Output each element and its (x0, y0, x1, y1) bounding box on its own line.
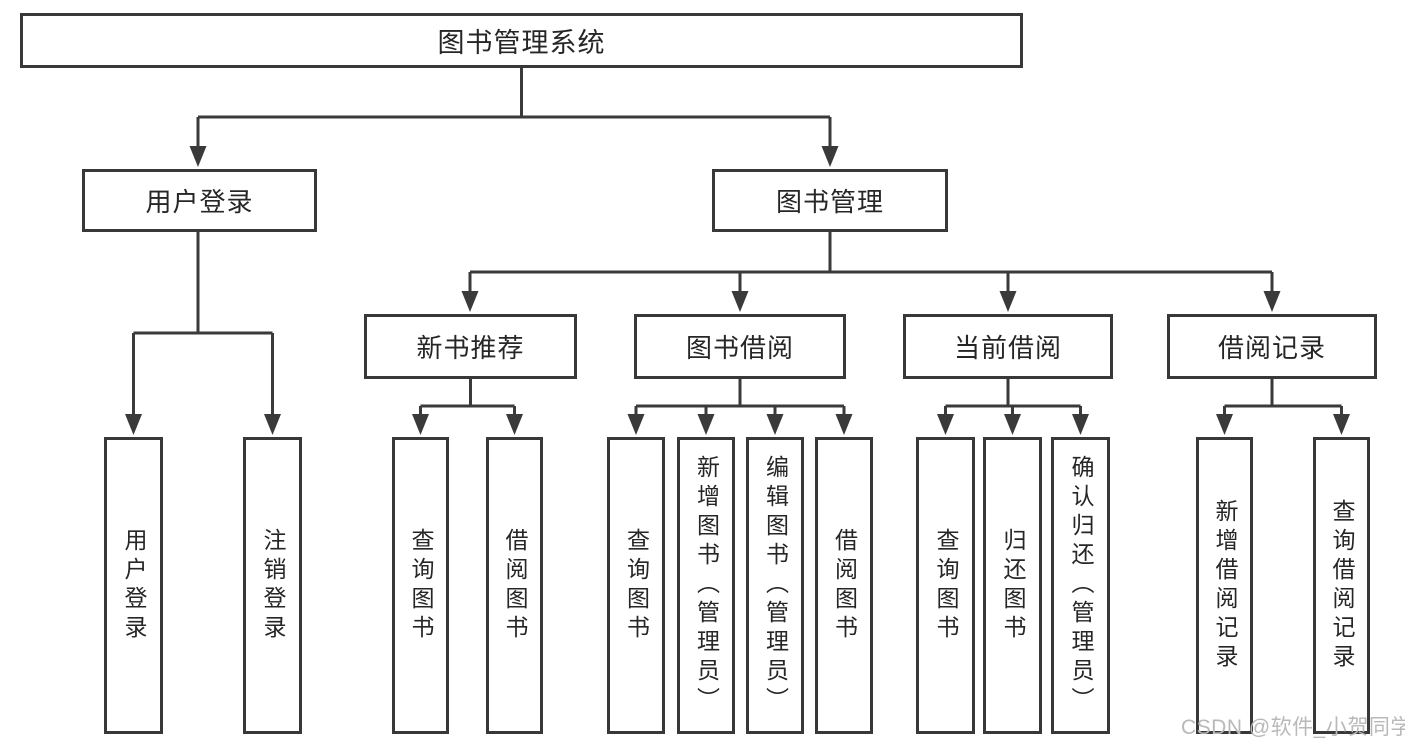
arrowhead (506, 414, 523, 435)
node-book-management: 图书管理 (712, 169, 948, 232)
connector-user-login (132, 232, 274, 418)
node-root-label: 图书管理系统 (437, 28, 606, 58)
leaf-br-add-record: 新增借阅记录 (1196, 437, 1253, 734)
node-current-borrow: 当前借阅 (903, 314, 1113, 379)
leaf-nb-query-books: 查询图书 (392, 437, 449, 734)
node-current-borrow-label: 当前借阅 (953, 333, 1062, 363)
arrowhead (189, 146, 207, 167)
leaf-bb-borrow-books-label: 借阅图书 (831, 527, 858, 644)
csdn-watermark-text: CSDN @软件_小贺同学 (1181, 716, 1405, 739)
arrowhead (821, 146, 839, 167)
leaf-bb-add-books-admin-label: 新增图书（管理员） (693, 455, 720, 716)
arrowhead (1263, 291, 1281, 312)
arrowhead (835, 414, 853, 435)
node-user-login-label: 用户登录 (145, 187, 254, 217)
leaf-bb-query-books: 查询图书 (607, 437, 665, 734)
leaf-user-login: 用户登录 (104, 437, 163, 734)
leaf-cb-return-books-label: 归还图书 (1000, 527, 1026, 644)
leaf-nb-borrow-books-label: 借阅图书 (502, 527, 528, 644)
connector-current-borrow (944, 379, 1082, 418)
leaf-logout-label: 注销登录 (260, 527, 286, 644)
node-book-management-label: 图书管理 (775, 187, 884, 217)
node-new-book-recommend-label: 新书推荐 (416, 333, 525, 363)
node-root: 图书管理系统 (20, 13, 1023, 68)
connector-borrow-records (1223, 379, 1343, 418)
arrowhead (766, 414, 784, 435)
leaf-cb-return-books: 归还图书 (983, 437, 1042, 734)
arrowhead (937, 414, 954, 435)
arrowhead (264, 414, 281, 435)
arrowhead (125, 414, 142, 435)
node-borrow-records: 借阅记录 (1167, 314, 1377, 379)
node-book-borrow: 图书借阅 (634, 314, 846, 379)
connector-root (196, 68, 832, 150)
leaf-cb-confirm-return-admin: 确认归还（管理员） (1051, 437, 1110, 734)
leaf-bb-query-books-label: 查询图书 (623, 527, 650, 644)
leaf-br-query-record: 查询借阅记录 (1313, 437, 1370, 734)
connector-new-book (419, 379, 516, 418)
csdn-watermark: CSDN @软件_小贺同学 (1181, 711, 1405, 741)
leaf-bb-add-books-admin: 新增图书（管理员） (677, 437, 735, 734)
arrowhead (412, 414, 429, 435)
node-new-book-recommend: 新书推荐 (364, 314, 577, 379)
arrowhead (627, 414, 645, 435)
leaf-cb-confirm-return-admin-label: 确认归还（管理员） (1068, 455, 1094, 716)
arrowhead (1004, 414, 1021, 435)
leaf-br-add-record-label: 新增借阅记录 (1212, 498, 1238, 673)
leaf-nb-borrow-books: 借阅图书 (486, 437, 543, 734)
leaf-logout: 注销登录 (243, 437, 302, 734)
arrowhead (697, 414, 715, 435)
leaf-cb-query-books-label: 查询图书 (933, 527, 959, 644)
leaf-bb-edit-books-admin-label: 编辑图书（管理员） (762, 455, 789, 716)
leaf-bb-borrow-books: 借阅图书 (815, 437, 873, 734)
arrowhead (999, 291, 1017, 312)
arrowhead (1216, 414, 1233, 435)
connector-book-management (468, 232, 1274, 295)
node-borrow-records-label: 借阅记录 (1217, 333, 1326, 363)
leaf-nb-query-books-label: 查询图书 (408, 527, 434, 644)
node-book-borrow-label: 图书借阅 (685, 333, 794, 363)
leaf-cb-query-books: 查询图书 (916, 437, 975, 734)
arrowhead (731, 291, 749, 312)
leaf-user-login-label: 用户登录 (121, 527, 147, 644)
connector-book-borrow (634, 379, 846, 418)
arrowhead (1333, 414, 1350, 435)
node-user-login: 用户登录 (82, 169, 317, 232)
leaf-bb-edit-books-admin: 编辑图书（管理员） (746, 437, 804, 734)
arrowhead (461, 291, 479, 312)
leaf-br-query-record-label: 查询借阅记录 (1329, 498, 1355, 673)
arrowhead (1072, 414, 1089, 435)
